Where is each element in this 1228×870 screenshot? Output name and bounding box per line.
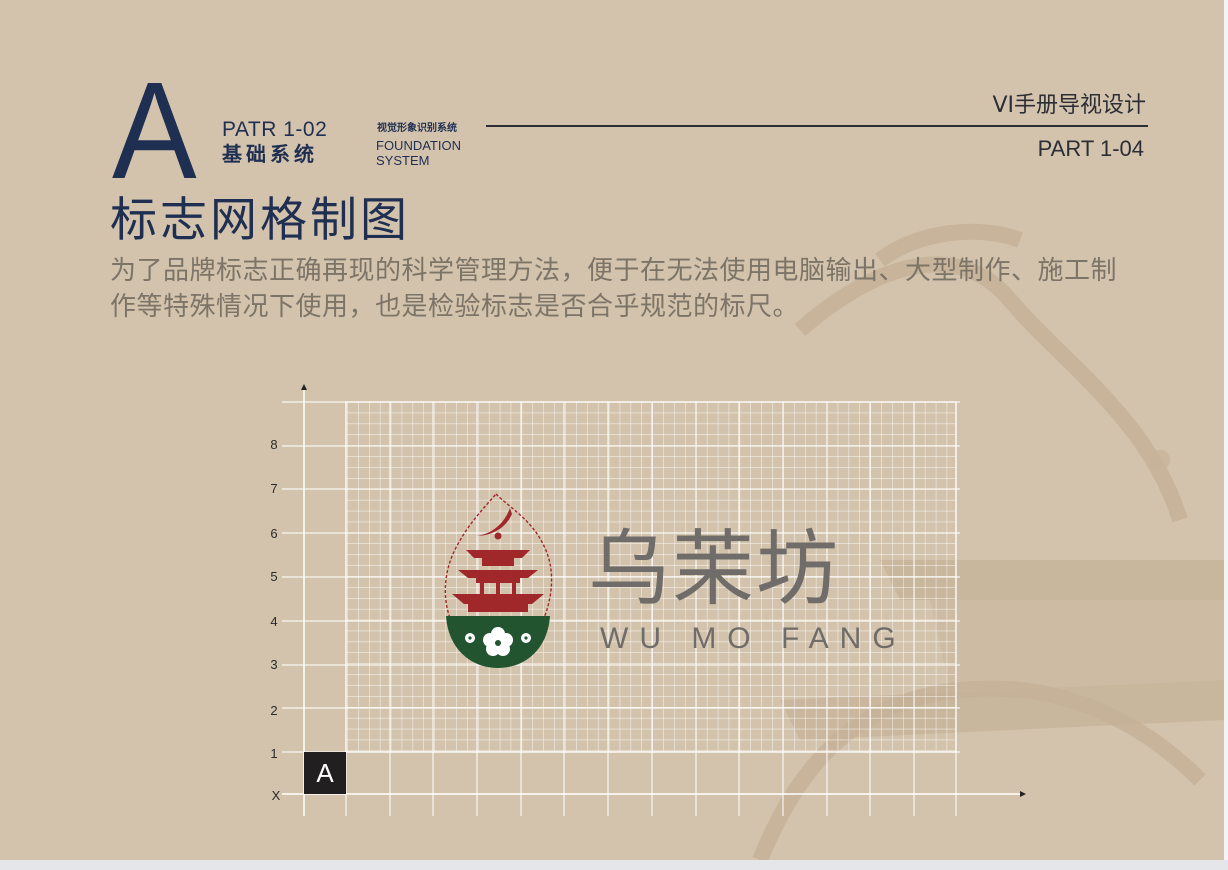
x-axis-label: X xyxy=(271,788,281,803)
wumofang-logo-icon xyxy=(444,492,553,668)
y-tick-label: 5 xyxy=(270,569,278,584)
section-letter: A xyxy=(112,54,197,208)
system-title-cn: 视觉形象识别系统 xyxy=(377,123,457,134)
y-tick-label: 3 xyxy=(270,657,278,672)
page-title: 标志网格制图 xyxy=(110,193,410,248)
header-divider xyxy=(486,125,1148,127)
page-description: 为了品牌标志正确再现的科学管理方法，便于在无法使用电脑输出、大型制作、施工制作等… xyxy=(110,256,1118,322)
grid-unit-marker: A xyxy=(304,752,346,794)
manual-title: VI手册导视设计 xyxy=(992,93,1146,118)
brand-name-en: WU MO FANG xyxy=(600,622,907,655)
part-code: PATR 1-02 xyxy=(222,118,328,141)
system-title-en-line1: FOUNDATION xyxy=(376,138,461,153)
y-tick-label: 8 xyxy=(270,437,278,452)
y-tick-label: 1 xyxy=(270,746,278,761)
part-number: PART 1-04 xyxy=(1037,136,1144,161)
brand-name-cn: 乌茉坊 xyxy=(588,522,841,617)
section-title-cn: 基础系统 xyxy=(222,142,318,166)
page-bottom-shadow xyxy=(0,860,1228,870)
y-tick-label: 2 xyxy=(270,703,278,718)
y-tick-label: 4 xyxy=(270,614,278,629)
system-title-en-line2: SYSTEM xyxy=(376,153,430,168)
y-tick-label: 7 xyxy=(270,481,278,496)
logo-grid-diagram: 8 7 6 5 4 3 2 1 X A xyxy=(260,380,1040,820)
y-tick-label: 6 xyxy=(270,526,278,541)
page-edge xyxy=(1224,0,1228,860)
grid-lines xyxy=(282,384,1026,816)
